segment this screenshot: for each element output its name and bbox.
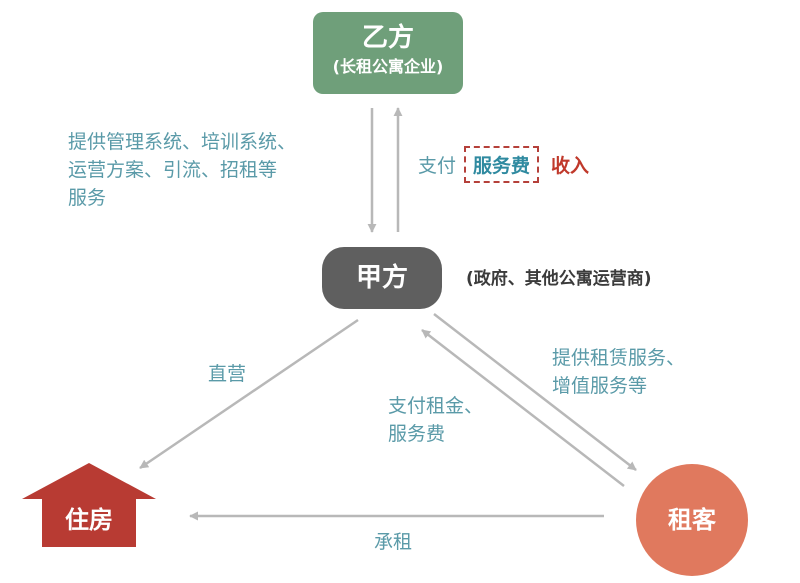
node-zuke: 租客 — [636, 464, 748, 576]
arrow-jia-to-zhufang — [139, 318, 359, 470]
label-pay: 支付 — [418, 155, 457, 177]
label-pay-rent-line: 服务费 — [388, 423, 446, 445]
house-shape — [22, 463, 156, 547]
node-jia: 甲方 — [322, 247, 442, 309]
label-services: 提供管理系统、培训系统、 运营方案、引流、招租等 服务 — [68, 128, 296, 212]
label-pay-service-fee: 支付 服务费 收入 — [418, 146, 589, 183]
label-services-line: 运营方案、引流、招租等 — [68, 159, 278, 181]
arrow-zuke-to-jia — [421, 329, 625, 487]
label-provide-rental-line: 提供租赁服务、 — [552, 347, 686, 369]
label-services-line: 提供管理系统、培训系统、 — [68, 131, 297, 153]
node-jia-note: (政府、其他公寓运营商) — [466, 269, 652, 289]
label-service-fee-highlight: 服务费 — [464, 146, 540, 183]
arrow-jia-to-zuke — [433, 313, 637, 471]
node-yi: 乙方 (长租公寓企业) — [313, 12, 463, 94]
label-direct-operation: 直营 — [208, 363, 247, 385]
label-lease: 承租 — [374, 531, 413, 553]
node-zhufang: 住房 — [20, 461, 158, 549]
label-income: 收入 — [551, 155, 590, 177]
node-yi-title: 乙方 — [361, 23, 414, 53]
label-pay-rent-line: 支付租金、 — [388, 395, 484, 417]
label-provide-rental-line: 增值服务等 — [552, 375, 648, 397]
node-yi-subtitle: (长租公寓企业) — [332, 57, 444, 76]
label-services-line: 服务 — [68, 187, 107, 209]
node-zhufang-title: 住房 — [65, 506, 113, 534]
label-provide-rental: 提供租赁服务、 增值服务等 — [552, 344, 685, 400]
label-pay-rent: 支付租金、 服务费 — [388, 392, 483, 448]
